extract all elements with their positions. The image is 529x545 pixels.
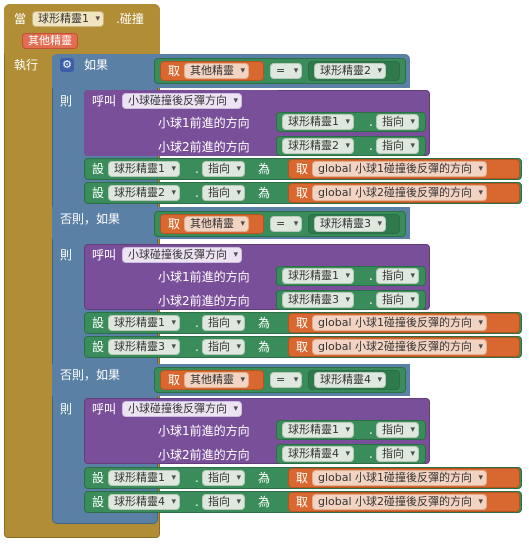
param-other-sprite[interactable]: 其他精靈: [22, 33, 78, 49]
then-label-2: 則: [60, 248, 73, 262]
if-label: 如果: [84, 58, 109, 72]
event-component-dropdown[interactable]: 球形精靈1: [32, 11, 104, 27]
then-label-1: 則: [60, 94, 73, 108]
global-var-dropdown[interactable]: global 小球1碰撞後反彈的方向: [312, 470, 488, 486]
sprite-dropdown[interactable]: 球形精靈4: [282, 446, 354, 462]
compare-sprite-dropdown[interactable]: 球形精靈2: [314, 63, 386, 79]
sprite-dropdown[interactable]: 球形精靈1: [108, 470, 180, 486]
eq-operator-dropdown[interactable]: =: [270, 63, 303, 79]
procedure-dropdown[interactable]: 小球碰撞後反彈方向: [122, 247, 242, 263]
property-dropdown[interactable]: 指向: [202, 185, 245, 201]
else-if-label-2: 否則，如果: [60, 368, 121, 382]
global-var-dropdown[interactable]: global 小球2碰撞後反彈的方向: [312, 339, 488, 355]
property-dropdown[interactable]: 指向: [202, 339, 245, 355]
property-dropdown[interactable]: 指向: [376, 114, 419, 130]
sprite-dropdown[interactable]: 球形精靈1: [108, 315, 180, 331]
get-var-dropdown[interactable]: 其他精靈: [184, 372, 249, 388]
eq-operator-dropdown[interactable]: =: [270, 372, 303, 388]
sprite-dropdown[interactable]: 球形精靈2: [282, 138, 354, 154]
sprite-dropdown[interactable]: 球形精靈1: [108, 161, 180, 177]
global-var-dropdown[interactable]: global 小球1碰撞後反彈的方向: [312, 315, 488, 331]
when-label: 當: [14, 12, 27, 26]
procedure-dropdown[interactable]: 小球碰撞後反彈方向: [122, 93, 242, 109]
property-dropdown[interactable]: 指向: [202, 315, 245, 331]
property-dropdown[interactable]: 指向: [376, 446, 419, 462]
procedure-dropdown[interactable]: 小球碰撞後反彈方向: [122, 401, 242, 417]
global-var-dropdown[interactable]: global 小球1碰撞後反彈的方向: [312, 161, 488, 177]
mutator-gear-icon[interactable]: ⚙: [60, 58, 74, 72]
global-var-dropdown[interactable]: global 小球2碰撞後反彈的方向: [312, 185, 488, 201]
sprite-dropdown[interactable]: 球形精靈1: [282, 268, 354, 284]
else-if-label-1: 否則，如果: [60, 212, 121, 226]
get-var-dropdown[interactable]: 其他精靈: [184, 63, 249, 79]
event-name-label: .碰撞: [116, 12, 144, 26]
property-dropdown[interactable]: 指向: [376, 268, 419, 284]
sprite-dropdown[interactable]: 球形精靈2: [108, 185, 180, 201]
property-dropdown[interactable]: 指向: [202, 470, 245, 486]
property-dropdown[interactable]: 指向: [202, 494, 245, 510]
get-var-dropdown[interactable]: 其他精靈: [184, 216, 249, 232]
do-label: 執行: [14, 58, 39, 72]
sprite-dropdown[interactable]: 球形精靈4: [108, 494, 180, 510]
sprite-dropdown[interactable]: 球形精靈3: [282, 292, 354, 308]
compare-sprite-dropdown[interactable]: 球形精靈4: [314, 372, 386, 388]
sprite-dropdown[interactable]: 球形精靈1: [282, 422, 354, 438]
property-dropdown[interactable]: 指向: [376, 292, 419, 308]
property-dropdown[interactable]: 指向: [376, 422, 419, 438]
sprite-dropdown[interactable]: 球形精靈1: [282, 114, 354, 130]
compare-sprite-dropdown[interactable]: 球形精靈3: [314, 216, 386, 232]
sprite-dropdown[interactable]: 球形精靈3: [108, 339, 180, 355]
then-label-3: 則: [60, 402, 73, 416]
eq-operator-dropdown[interactable]: =: [270, 216, 303, 232]
property-dropdown[interactable]: 指向: [376, 138, 419, 154]
global-var-dropdown[interactable]: global 小球2碰撞後反彈的方向: [312, 494, 488, 510]
property-dropdown[interactable]: 指向: [202, 161, 245, 177]
